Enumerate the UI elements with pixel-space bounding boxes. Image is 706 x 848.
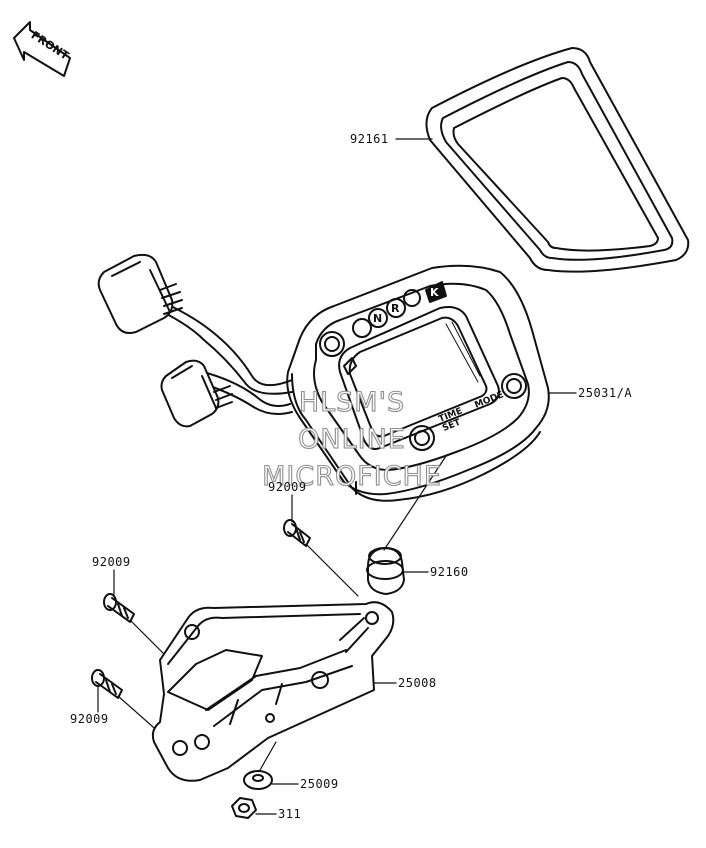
- indicator-n: N: [373, 312, 382, 325]
- callout-lens-cover: 92161: [350, 132, 389, 146]
- lens-cover-part: [425, 47, 690, 273]
- watermark-line-2: ONLINE: [298, 424, 406, 455]
- bolt-upper-part: [283, 519, 311, 547]
- bolt-left-bottom-part: [91, 669, 123, 699]
- bolt-left-top-part: [103, 593, 135, 623]
- callout-bolt-left-bottom: 92009: [70, 712, 109, 726]
- callout-meter-assembly: 25031/A: [578, 386, 633, 400]
- bracket-part: [151, 601, 395, 782]
- front-arrow-icon: FRONT: [13, 21, 72, 77]
- grommet-part: [366, 547, 405, 595]
- wiring-harness-part: [97, 253, 293, 428]
- nut-part: [231, 797, 257, 819]
- callout-bolt-left-top: 92009: [92, 555, 131, 569]
- brand-badge: K: [430, 286, 439, 299]
- callout-bracket: 25008: [398, 676, 437, 690]
- watermark-line-3: MICROFICHE: [262, 461, 442, 492]
- washer-part: [243, 770, 273, 790]
- callout-bolt-upper: 92009: [268, 480, 307, 494]
- callout-nut: 311: [278, 807, 302, 821]
- indicator-r: R: [391, 302, 400, 315]
- callout-washer: 25009: [300, 777, 339, 791]
- meter-assembly-part: N R K TIMESET MODE: [286, 264, 550, 502]
- watermark-line-1: HLSM'S: [298, 387, 406, 418]
- callout-grommet: 92160: [430, 565, 469, 579]
